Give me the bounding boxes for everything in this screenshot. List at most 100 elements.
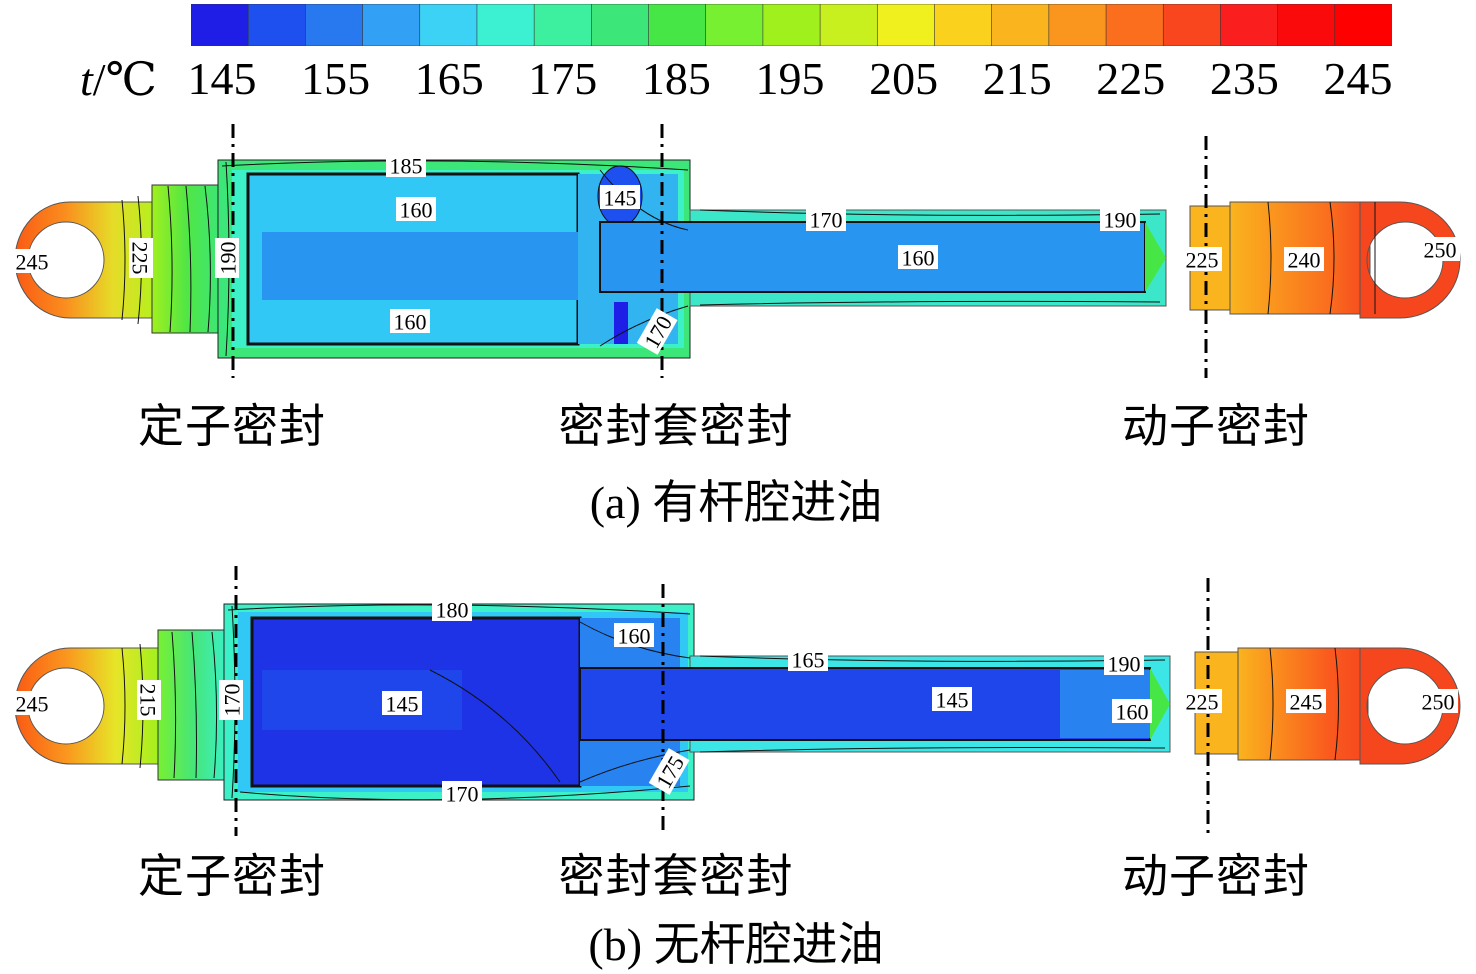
- contour-label-text: 165: [792, 648, 825, 673]
- colorbar-swatch: [1105, 4, 1165, 46]
- contour-label-text: 145: [604, 186, 637, 211]
- piston-rod-core: [599, 221, 1146, 293]
- colorbar-swatch: [762, 4, 821, 46]
- unit-symbol: /℃: [92, 54, 158, 105]
- contour-label: 225: [1182, 689, 1222, 715]
- contour-label-text: 145: [386, 692, 419, 717]
- contour-label: 185: [386, 153, 426, 179]
- contour-label: 245: [12, 691, 52, 717]
- contour-label: 160: [396, 197, 436, 223]
- contour-label-text: 160: [394, 310, 427, 335]
- contour-label: 190: [1100, 207, 1140, 233]
- colorbar-swatch: [362, 4, 421, 46]
- contour-label: 160: [898, 245, 938, 271]
- caption-b-text: 无杆腔进油: [653, 917, 884, 971]
- caption-a: (a) 有杆腔进油: [590, 466, 883, 532]
- colorbar-tick-label: 165: [414, 53, 484, 104]
- contour-label-text: 170: [810, 208, 843, 233]
- contour-label-text: 190: [216, 242, 241, 275]
- colorbar-tick-label: 215: [982, 53, 1052, 104]
- contour-label-text: 245: [16, 692, 49, 717]
- colorbar-swatch: [476, 4, 535, 46]
- contour-label: 170: [442, 781, 482, 807]
- contour-label: 180: [432, 597, 472, 623]
- contour-label-text: 145: [936, 688, 969, 713]
- colorbar-unit-label: t/℃: [80, 52, 157, 106]
- contour-label: 165: [788, 647, 828, 673]
- colorbar-tick-label: 155: [301, 53, 371, 104]
- colorbar-swatch: [591, 4, 650, 46]
- unit-variable: t: [80, 54, 93, 105]
- contour-label-text: 215: [136, 684, 161, 717]
- colorbar-tick-label: 145: [187, 53, 257, 104]
- colorbar-swatch: [1277, 4, 1336, 46]
- contour-label-text: 190: [1108, 652, 1141, 677]
- contour-label: 145: [382, 691, 422, 717]
- cold-bar: [614, 302, 628, 344]
- colorbar-swatch: [876, 4, 936, 46]
- piston-rod-core: [579, 667, 1151, 741]
- caption-a-text: 有杆腔进油: [652, 475, 883, 529]
- contour-label: 145: [932, 687, 972, 713]
- caption-b: (b) 无杆腔进油: [588, 908, 883, 974]
- contour-label: 225: [1182, 247, 1222, 273]
- colorbar-tick-label: 205: [869, 53, 939, 104]
- contour-label-text: 225: [1186, 248, 1219, 273]
- rod-tip: [1150, 668, 1170, 740]
- contour-label: 160: [614, 623, 654, 649]
- chamber-core: [262, 232, 582, 300]
- contour-label-text: 245: [16, 250, 49, 275]
- contour-label-text: 170: [220, 684, 245, 717]
- contour-label: 245: [12, 249, 52, 275]
- contour-label-text: 190: [1104, 208, 1137, 233]
- colorbar-tick-label: 195: [755, 53, 825, 104]
- contour-label-text: 160: [618, 624, 651, 649]
- contour-label: 250: [1420, 237, 1460, 263]
- colorbar-swatch: [819, 4, 879, 46]
- colorbar-swatch: [1220, 4, 1279, 46]
- contour-label-text: 240: [1288, 248, 1321, 273]
- seal-label-sleeve: 密封套密封: [558, 849, 794, 903]
- colorbar-tick-label: 175: [528, 53, 598, 104]
- isotherm-lines: [121, 160, 1376, 357]
- caption-a-prefix: (a): [589, 477, 641, 528]
- caption-b-prefix: (b): [588, 919, 643, 970]
- colorbar-swatch: [705, 4, 764, 46]
- contour-label-text: 250: [1424, 238, 1457, 263]
- colorbar-swatch: [991, 4, 1050, 46]
- contour-label: 245: [1286, 689, 1326, 715]
- seal-label-stator: 定子密封: [138, 399, 326, 453]
- colorbar-swatch: [1334, 4, 1392, 46]
- contour-label: 240: [1284, 247, 1324, 273]
- contour-label-text: 160: [400, 198, 433, 223]
- contour-label-text: 245: [1290, 690, 1323, 715]
- contour-label-text: 170: [446, 782, 479, 807]
- contour-label: 170: [806, 207, 846, 233]
- contour-label: 170: [219, 680, 245, 720]
- colorbar-swatch: [648, 4, 707, 46]
- contour-label-text: 225: [128, 242, 153, 275]
- colorbar-tick-label: 245: [1323, 53, 1393, 104]
- colorbar-swatch: [533, 4, 593, 46]
- colorbar-tick-label: 235: [1209, 53, 1279, 104]
- contour-label-text: 180: [436, 598, 469, 623]
- contour-label: 160: [390, 309, 430, 335]
- contour-label: 215: [136, 680, 161, 720]
- contour-label: 225: [128, 238, 153, 278]
- left-neck: [151, 184, 223, 334]
- contour-label-text: 225: [1186, 690, 1219, 715]
- contour-label-text: 160: [902, 246, 935, 271]
- colorbar-swatch: [191, 4, 249, 46]
- left-neck: [157, 629, 229, 781]
- colorbar-swatch: [247, 4, 307, 46]
- colorbar-tick-label: 225: [1096, 53, 1166, 104]
- colorbar-swatch: [1162, 4, 1222, 46]
- contour-label: 190: [1104, 651, 1144, 677]
- contour-label: 145: [600, 185, 640, 211]
- seal-label-sleeve: 密封套密封: [558, 399, 794, 453]
